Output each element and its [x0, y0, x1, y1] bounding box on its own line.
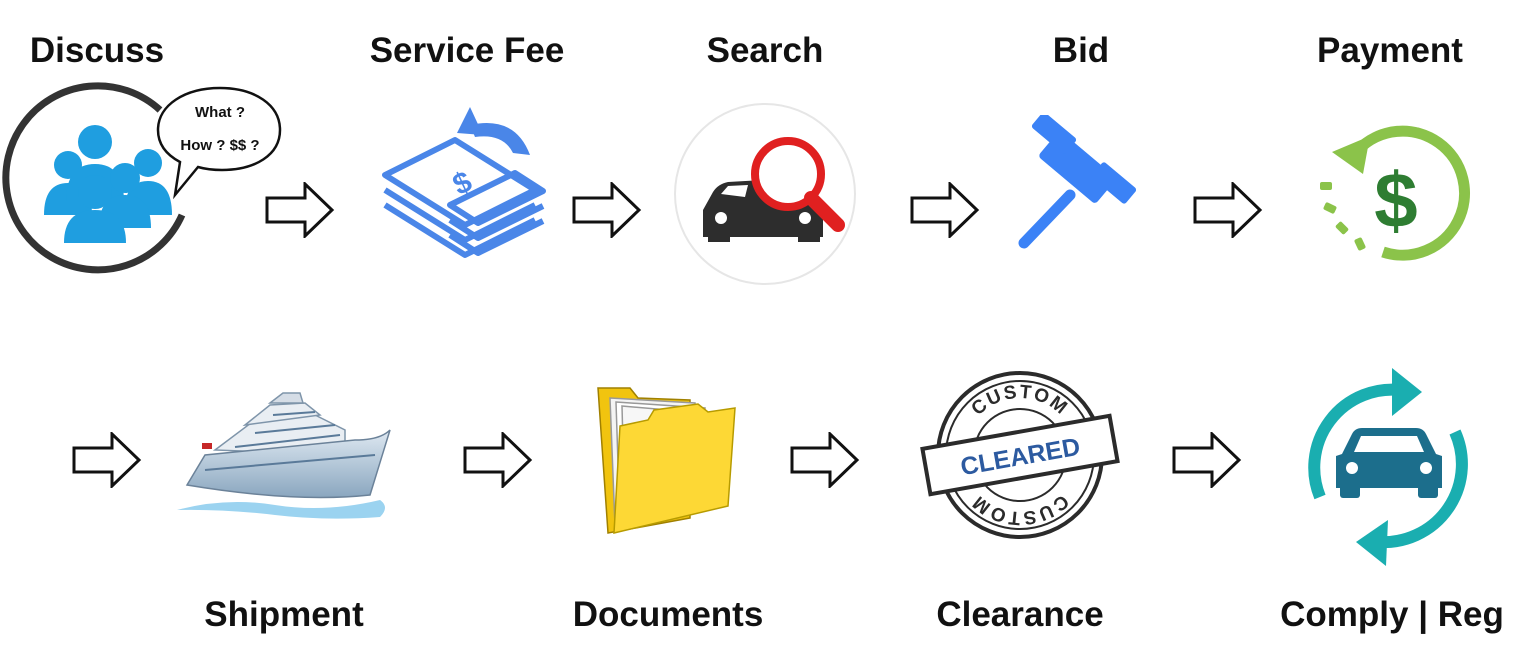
dollar-sign-icon: $	[1374, 156, 1417, 244]
step-label-bid: Bid	[1052, 31, 1110, 70]
step-label-documents: Documents	[572, 595, 764, 634]
folder-icon	[597, 387, 736, 534]
stamp-top-text: CUSTOM	[968, 382, 1071, 420]
custom-cleared-stamp-icon: CUSTOM CUSTOM CLEARED	[920, 371, 1120, 539]
flow-arrow-icon	[1193, 182, 1263, 238]
discussion-group-icon: What ? How ? $$ ?	[2, 82, 282, 274]
svg-text:CUSTOM: CUSTOM	[968, 490, 1073, 528]
flow-arrow-icon	[463, 432, 533, 488]
step-label-payment: Payment	[1317, 31, 1463, 70]
bubble-line-how: How ? $$ ?	[180, 137, 259, 154]
dollar-sign-icon: $	[448, 165, 477, 202]
flow-arrow-icon	[572, 182, 642, 238]
step-label-service-fee: Service Fee	[369, 31, 565, 70]
car-refresh-icon	[1308, 368, 1468, 566]
step-label-clearance: Clearance	[936, 595, 1104, 634]
stamp-bottom-text: CUSTOM	[968, 490, 1073, 528]
flow-arrow-icon	[910, 182, 980, 238]
flow-arrow-icon	[1172, 432, 1242, 488]
car-search-icon	[674, 103, 856, 285]
step-label-shipment: Shipment	[204, 595, 364, 634]
money-return-icon: $	[382, 107, 546, 258]
flow-arrow-icon	[790, 432, 860, 488]
flow-arrow-icon	[72, 432, 142, 488]
bubble-line-what: What ?	[195, 104, 245, 121]
svg-text:CUSTOM: CUSTOM	[968, 382, 1073, 420]
cruise-ship-icon	[177, 392, 391, 519]
step-label-search: Search	[706, 31, 824, 70]
step-label-comply-reg: Comply | Reg	[1280, 595, 1504, 634]
flow-arrow-icon	[265, 182, 335, 238]
gavel-icon	[1018, 115, 1137, 249]
step-label-discuss: Discuss	[29, 31, 165, 70]
dollar-cycle-icon: $	[1320, 125, 1471, 261]
